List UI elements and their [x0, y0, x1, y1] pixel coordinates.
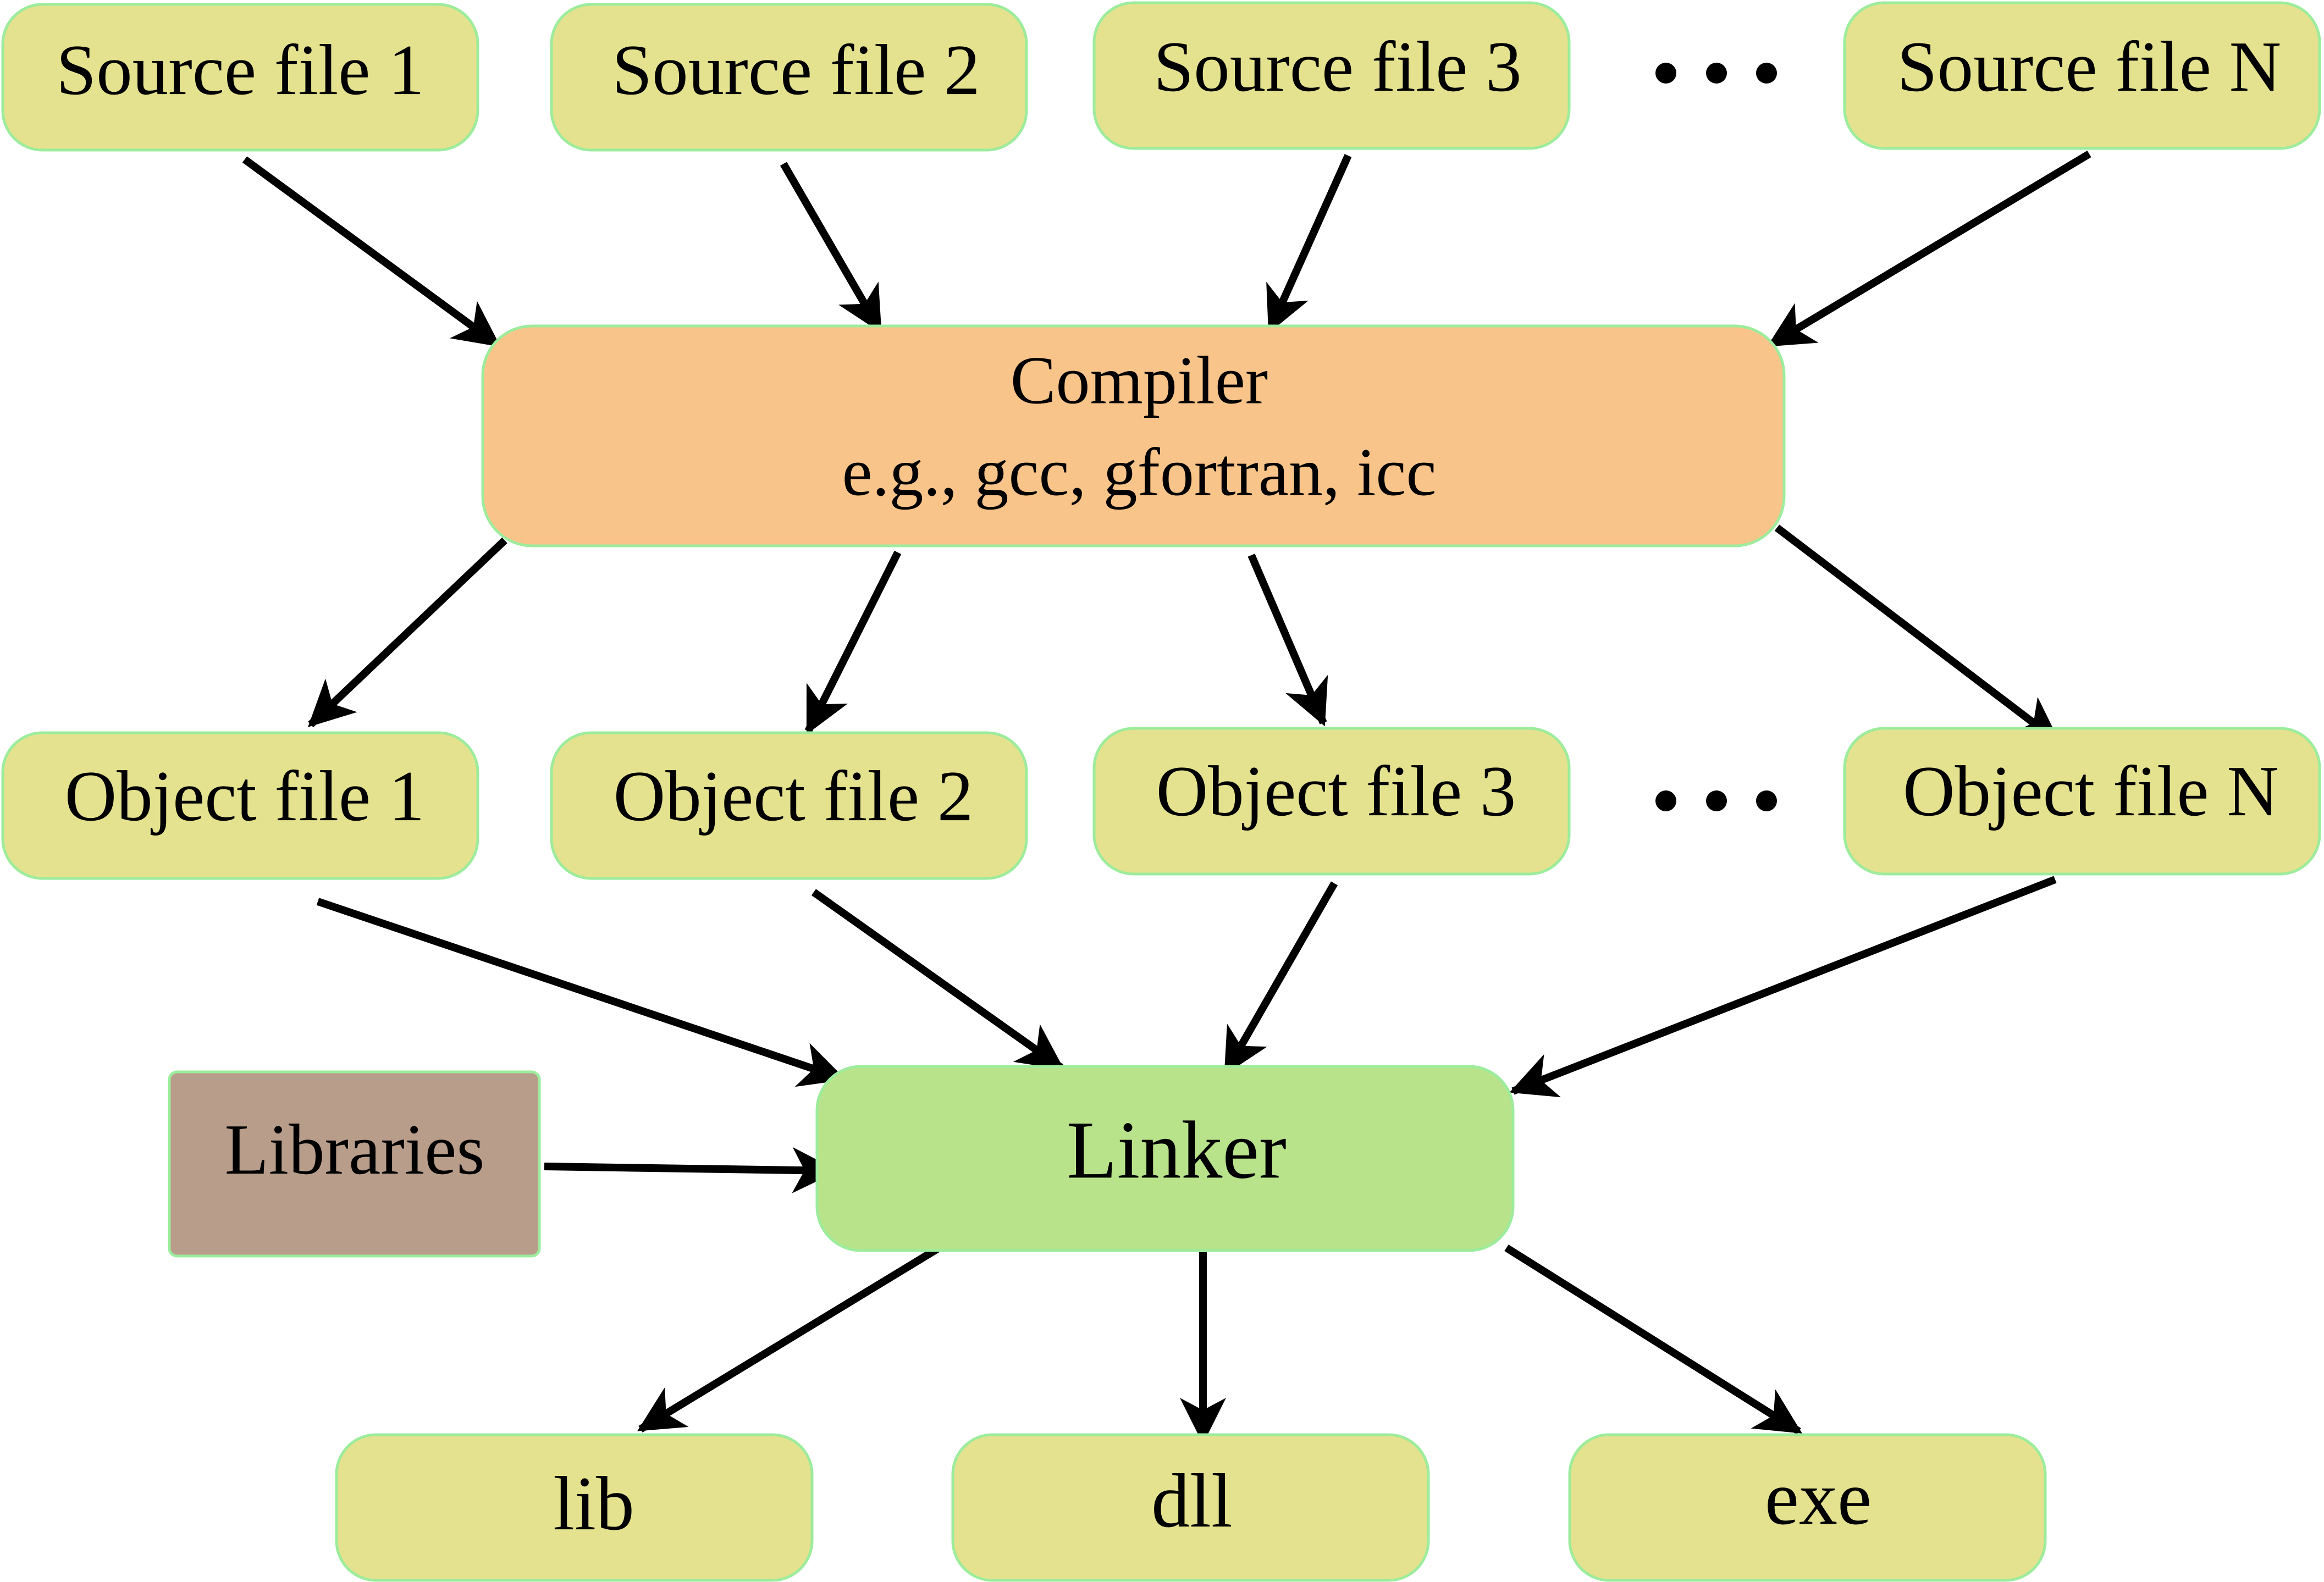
edge-source1-compiler: [242, 156, 501, 348]
output-exe-label: exe: [1765, 1456, 1872, 1541]
libraries-box: [168, 1070, 541, 1258]
object-ellipsis: [1655, 790, 1777, 811]
object-file-3: Object file 3: [1092, 727, 1571, 876]
compiler-examples: e.g., gcc, gfortran, icc: [842, 434, 1436, 510]
edge-objectN-linker: [1509, 876, 2057, 1098]
object-file-2-box: [550, 731, 1028, 880]
edge-compiler-object2: [804, 550, 902, 735]
source-file-2: Source file 2: [550, 3, 1028, 152]
edge-sourceN-compiler: [1767, 150, 2091, 349]
compiler: Compiler e.g., gcc, gfortran, icc: [481, 324, 1786, 547]
output-exe-box: [1568, 1433, 2047, 1582]
output-dll-box: [951, 1433, 1430, 1582]
edge-object3-linker: [1222, 881, 1338, 1076]
source-ellipsis-dot-3: [1756, 63, 1777, 84]
object-ellipsis-dot-3: [1756, 790, 1777, 811]
object-file-3-box: [1092, 727, 1571, 876]
source-file-n-box: [1843, 1, 2321, 150]
source-file-2-label: Source file 2: [612, 30, 980, 110]
linker: Linker: [815, 1065, 1515, 1252]
compiler-box: [481, 324, 1786, 547]
source-file-3-label: Source file 3: [1153, 27, 1521, 107]
edge-linker-exe: [1504, 1244, 1802, 1435]
object-file-1-label: Object file 1: [65, 756, 425, 836]
output-lib-box: [335, 1433, 814, 1582]
object-file-1-box: [1, 731, 479, 880]
edge-object2-linker: [811, 889, 1064, 1071]
edge-compiler-objectN: [1774, 524, 2061, 744]
source-file-1-box: [1, 3, 479, 152]
output-exe: exe: [1568, 1433, 2047, 1582]
object-ellipsis-dot-1: [1655, 790, 1676, 811]
object-file-n-box: [1843, 727, 2321, 876]
output-lib-label: lib: [553, 1461, 634, 1546]
linker-label: Linker: [1067, 1104, 1287, 1196]
compiler-title: Compiler: [1011, 342, 1268, 418]
source-file-3-box: [1092, 1, 1571, 150]
edge-source3-compiler: [1266, 154, 1352, 334]
edge-libraries-linker: [544, 1147, 838, 1193]
source-ellipsis-dot-1: [1655, 63, 1676, 84]
source-file-n-label: Source file N: [1897, 27, 2281, 107]
object-file-n-label: Object file N: [1903, 751, 2279, 831]
edge-compiler-object1: [307, 537, 507, 728]
edge-object1-linker: [316, 898, 846, 1087]
source-file-3: Source file 3: [1092, 1, 1571, 150]
edge-linker-lib: [637, 1246, 940, 1432]
object-file-2: Object file 2: [550, 731, 1028, 880]
libraries: Libraries: [168, 1070, 541, 1258]
source-ellipsis-dot-2: [1706, 63, 1727, 84]
edge-compiler-object3: [1247, 554, 1328, 727]
object-file-1: Object file 1: [1, 731, 479, 880]
source-file-n: Source file N: [1843, 1, 2321, 150]
object-file-n: Object file N: [1843, 727, 2321, 876]
source-ellipsis: [1655, 63, 1777, 84]
linker-box: [815, 1065, 1515, 1252]
object-file-3-label: Object file 3: [1156, 751, 1516, 831]
libraries-label: Libraries: [225, 1110, 485, 1190]
source-file-1: Source file 1: [1, 3, 479, 152]
source-file-2-box: [550, 3, 1028, 152]
object-file-2-label: Object file 2: [614, 756, 974, 836]
edge-source2-compiler: [780, 162, 884, 334]
output-dll: dll: [951, 1433, 1430, 1582]
output-lib: lib: [335, 1433, 814, 1582]
source-file-1-label: Source file 1: [56, 30, 424, 110]
object-ellipsis-dot-2: [1706, 790, 1727, 811]
output-dll-label: dll: [1151, 1458, 1233, 1544]
